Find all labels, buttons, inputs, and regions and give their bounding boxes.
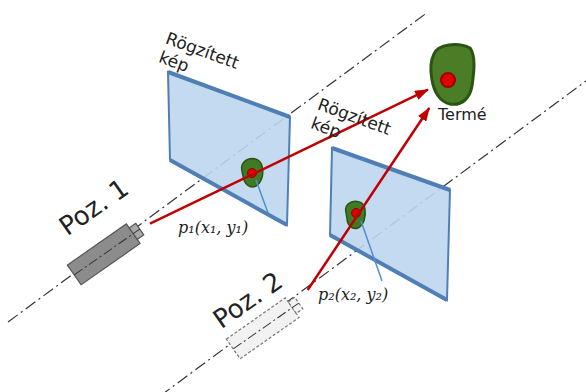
plane-label: Rögzített kép	[156, 28, 264, 101]
target-label: Termé	[438, 105, 487, 124]
plane-edge	[332, 148, 450, 190]
tumor-outline	[431, 45, 474, 105]
projection-ray	[150, 90, 428, 224]
leader-line	[256, 180, 268, 213]
camera-axis	[74, 229, 140, 275]
camera-position: Poz. 2	[224, 290, 308, 362]
tumor-image	[242, 159, 263, 187]
tumor-shape	[428, 42, 476, 108]
target-point	[441, 73, 455, 87]
camera-position: Poz. 1	[66, 216, 150, 288]
plane-edge	[170, 160, 287, 225]
leader-line	[361, 221, 382, 281]
tumor-target: Termé	[428, 42, 476, 108]
point-coordinate: p₁(x₁, y₁)	[178, 218, 308, 237]
plane-edge	[168, 72, 290, 117]
image-plane	[168, 72, 290, 225]
plane-label: Rögzített kép	[308, 94, 416, 167]
point-coordinate: p₂(x₂, y₂)	[318, 285, 448, 304]
image-plane	[330, 148, 450, 300]
